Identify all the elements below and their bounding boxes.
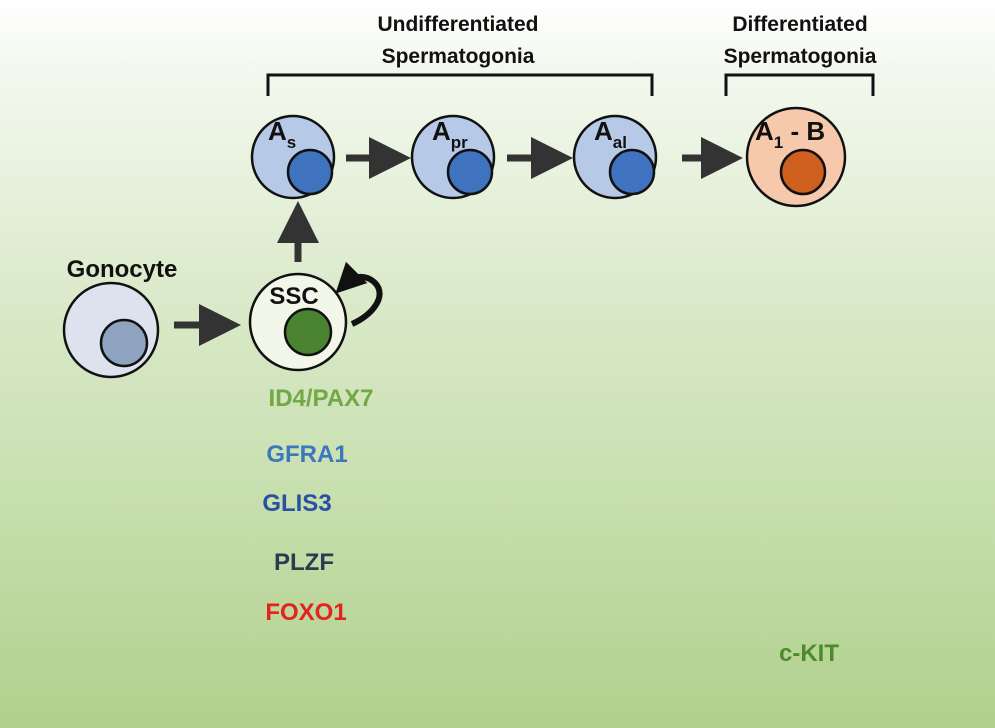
marker-label-glis3: GLIS3 — [262, 490, 331, 517]
differentiated-header: Differentiated Spermatogonia — [724, 13, 877, 96]
cell-ssc: SSC — [248, 261, 383, 372]
cell-as-label-sub: s — [287, 133, 296, 152]
cell-a1-b-label-sub: 1 — [774, 133, 783, 152]
undifferentiated-header: Undifferentiated Spermatogonia — [266, 13, 654, 96]
marker-label-gfra1: GFRA1 — [266, 441, 347, 468]
marker-gfra1: GFRA1 — [102, 441, 572, 478]
differentiated-bracket — [724, 73, 875, 96]
cell-apr-label-sub: pr — [451, 133, 468, 152]
gonocyte-label: Gonocyte — [67, 256, 178, 283]
cell-as-label: As — [268, 116, 296, 152]
cell-as-nucleus — [286, 148, 334, 196]
cell-aal-nucleus — [608, 148, 656, 196]
undifferentiated-bracket — [266, 73, 654, 96]
cell-aal: Aal — [572, 114, 658, 200]
cell-apr-label: Apr — [432, 116, 468, 152]
marker-c-kit: c-KIT — [670, 640, 926, 680]
cell-a1-b-label-suffix: - B — [783, 116, 825, 146]
cell-aal-label-base: A — [594, 116, 613, 146]
ssc-nucleus — [283, 307, 333, 357]
marker-label-c-kit: c-KIT — [779, 640, 839, 667]
differentiated-title-line1: Differentiated — [732, 13, 867, 36]
cell-as-label-base: A — [268, 116, 287, 146]
differentiated-title-line2: Spermatogonia — [724, 45, 877, 68]
cell-as: As — [250, 114, 336, 200]
cell-aal-label-sub: al — [613, 133, 627, 152]
cell-a1-b-label: A1 - B — [755, 116, 825, 152]
ssc-label: SSC — [269, 283, 318, 310]
marker-foxo1: FOXO1 — [88, 599, 640, 638]
marker-label-foxo1: FOXO1 — [265, 599, 346, 626]
cell-a1-b: A1 - B — [745, 106, 847, 208]
self-renewal-arrow — [335, 261, 383, 327]
marker-label-plzf: PLZF — [274, 549, 334, 576]
undifferentiated-title-line2: Spermatogonia — [382, 45, 535, 68]
cell-aal-label: Aal — [594, 116, 627, 152]
marker-label-id4-pax7: ID4/PAX7 — [269, 385, 374, 412]
cell-a1-b-nucleus — [779, 148, 827, 196]
undifferentiated-title-line1: Undifferentiated — [377, 13, 538, 36]
gonocyte-nucleus — [99, 318, 149, 368]
marker-id4-pax7: ID4/PAX7 — [248, 385, 394, 423]
marker-glis3: GLIS3 — [90, 490, 642, 529]
cell-a1-b-label-base: A — [755, 116, 774, 146]
cell-gonocyte: Gonocyte — [62, 256, 178, 379]
cell-apr-label-base: A — [432, 116, 451, 146]
cell-apr-nucleus — [446, 148, 494, 196]
cell-apr: Apr — [410, 114, 496, 200]
marker-plzf: PLZF — [90, 549, 735, 585]
